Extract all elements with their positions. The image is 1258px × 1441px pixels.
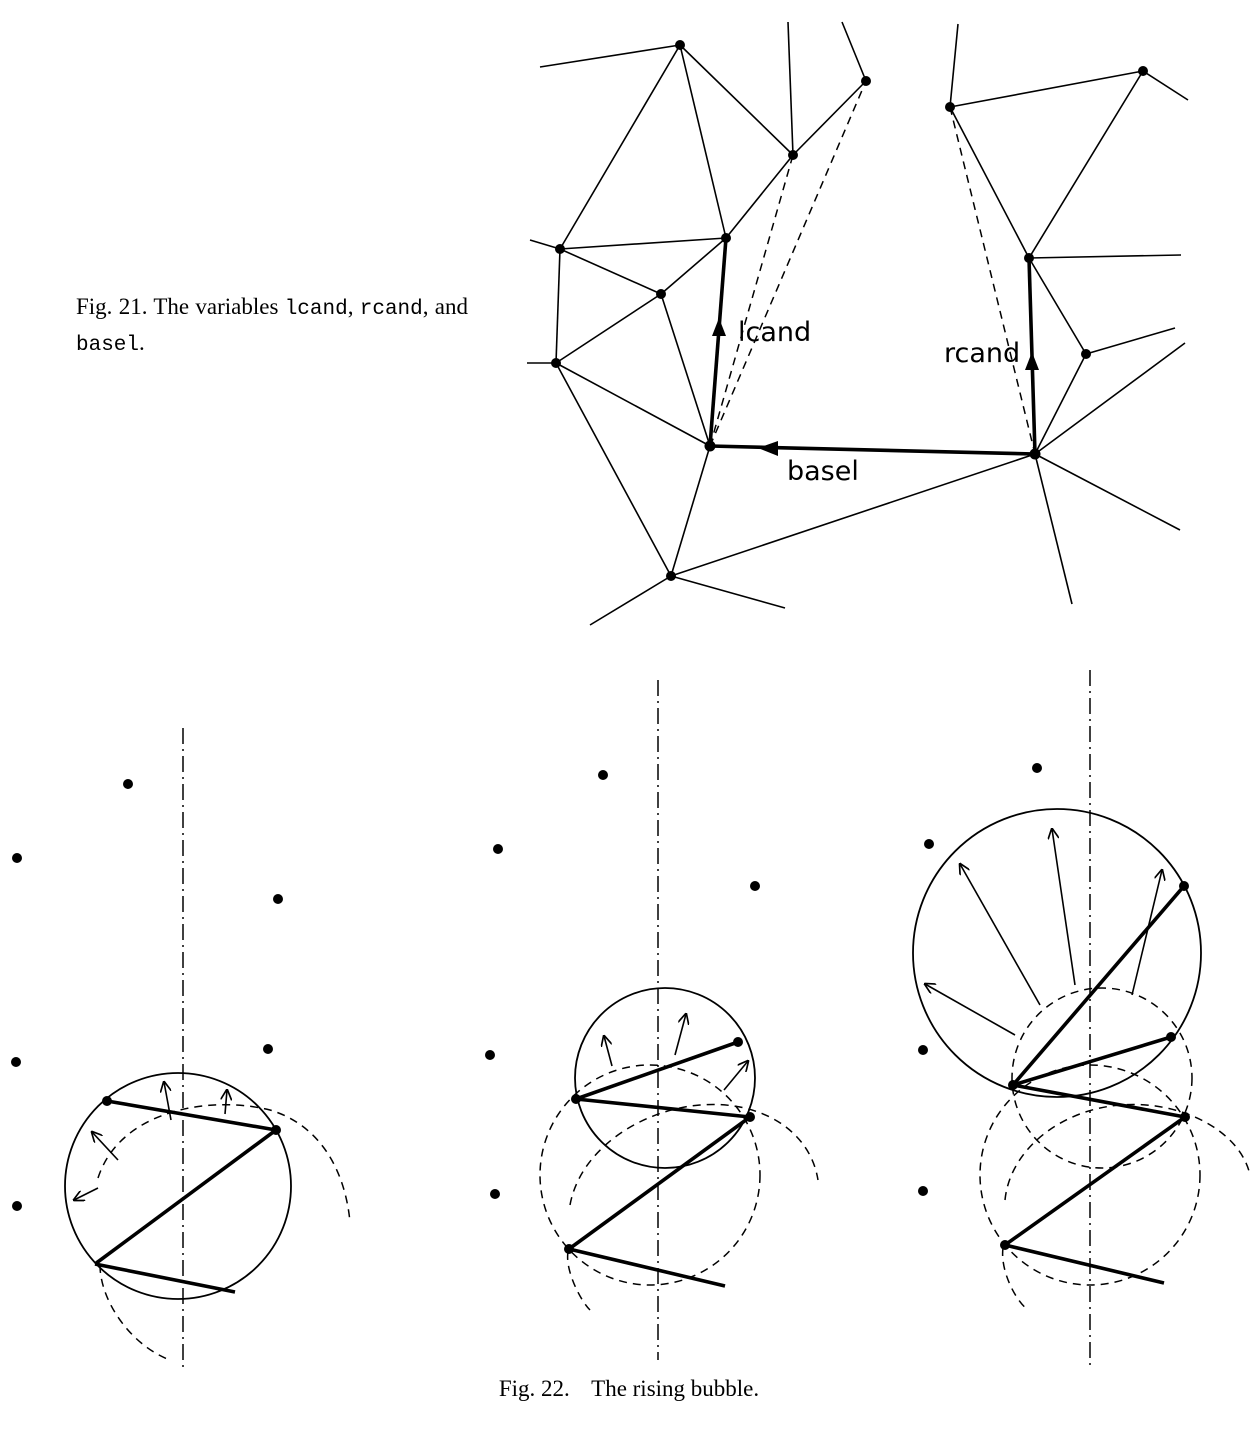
var-basel: basel — [76, 334, 140, 357]
right-triangulation — [670, 23, 1189, 605]
fig22-label: Fig. 22. — [498, 1376, 570, 1401]
caption-sep-1: , — [347, 294, 360, 319]
fig22-text: The rising bubble. — [591, 1376, 760, 1401]
var-rcand: rcand — [359, 298, 423, 321]
rcand-edge — [1025, 257, 1039, 455]
lcand-edge — [708, 237, 728, 447]
lcand-label: lcand — [738, 317, 811, 348]
fig21-vertices — [551, 40, 1148, 581]
caption-sep-2: , and — [422, 294, 468, 319]
fig21-text: The variables — [153, 294, 285, 319]
left-triangulation — [527, 21, 867, 626]
fig21-caption: Fig. 21. The variables lcand, rcand, and… — [76, 290, 468, 362]
caption-end: . — [139, 330, 145, 355]
fig21-label: Fig. 21. — [76, 294, 148, 319]
fig22-caption: Fig. 22. The rising bubble. — [0, 1376, 1258, 1402]
bubble-panel-3 — [912, 670, 1251, 1370]
basel-label: basel — [787, 456, 859, 487]
fig21-diagram: lcand rcand basel — [527, 21, 1189, 626]
basel-edge — [709, 441, 1036, 456]
bubble-panel-1 — [11, 728, 351, 1372]
rcand-label: rcand — [944, 338, 1020, 369]
var-lcand: lcand — [284, 298, 348, 321]
bubble-panel-2 — [485, 680, 819, 1360]
